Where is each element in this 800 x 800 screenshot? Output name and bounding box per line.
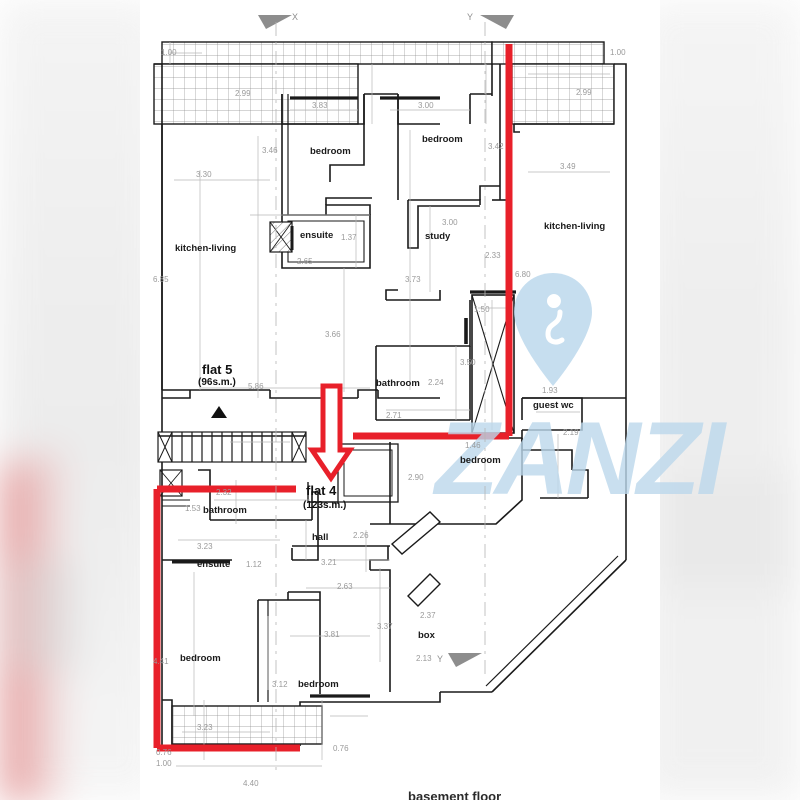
dim-bedroom-right-h: 2.90: [408, 473, 424, 482]
dim-bedroom-top-mid-h: 3.42: [488, 142, 504, 151]
section-marker-y-bottom-label: Y: [437, 654, 444, 664]
dim-bedroom-top-left-h: 3.46: [262, 146, 278, 155]
flat-label-4: flat 4: [306, 483, 337, 498]
dim-guest-wc-w: 1.93: [542, 386, 558, 395]
section-marker-x-icon: [258, 15, 292, 29]
red-arrow-annotation: [307, 383, 355, 483]
flat-area-5: (96s.m.): [198, 377, 236, 388]
dim-bedroom-lower-mid-h: 3.37: [377, 622, 393, 631]
dim-box-2: 2.13: [416, 654, 432, 663]
dim-box-1: 2.37: [420, 611, 436, 620]
dim-bottom-left-small: 0.76: [156, 748, 172, 757]
dim-bedroom-lower-mid-w: 3.81: [324, 630, 340, 639]
dim-bedroom-top-mid-w: 3.00: [418, 101, 434, 110]
dim-bedroom-lower-left-h: 4.41: [153, 657, 169, 666]
dim-bathroom-mid-w: 2.71: [386, 411, 402, 420]
dim-ensuite-lower-h: 1.12: [246, 560, 262, 569]
dim-study-h: 2.33: [485, 251, 501, 260]
room-label-box: box: [418, 630, 435, 641]
dim-bottom-right-small: 0.76: [333, 744, 349, 753]
dim-bathroom-lower-w: 2.32: [216, 488, 232, 497]
dim-kitchen-left-w: 3.30: [196, 170, 212, 179]
room-label-study: study: [425, 231, 451, 242]
dim-bathroom-mid-h: 2.24: [428, 378, 444, 387]
room-label-bedroom-right-mid: bedroom: [460, 455, 501, 466]
dim-ensuite-w: 2.65: [297, 257, 313, 266]
dim-hall-v: 3.66: [325, 330, 341, 339]
room-label-ensuite-top: ensuite: [300, 230, 334, 241]
room-label-hall: hall: [312, 532, 329, 543]
plan-vector-layer: [153, 41, 627, 767]
axis-lines: [275, 22, 486, 770]
dim-ensuite-h: 1.37: [341, 233, 357, 242]
dim-kitchen-right-w: 3.49: [560, 162, 576, 171]
section-marker-y-top-label: Y: [467, 12, 474, 22]
dim-top-left-1: 1.00: [161, 48, 177, 57]
room-label-bedroom-top-mid: bedroom: [422, 134, 463, 145]
red-highlight-overlay: [153, 44, 513, 752]
flat-area-4: (123s.m.): [303, 500, 347, 511]
room-label-kitchen-living-left: kitchen-living: [175, 243, 237, 254]
entrance-triangle-icon: [211, 406, 227, 418]
dim-bathroom-lower-h: 1.53: [185, 504, 201, 513]
room-label-ensuite-lower: ensuite: [197, 559, 231, 570]
dim-top-left-2: 2.99: [235, 89, 251, 98]
room-label-guest-wc: guest wc: [533, 400, 574, 411]
dim-ensuite-lower-w: 3.23: [197, 542, 213, 551]
dim-study-w: 3.00: [442, 218, 458, 227]
dim-shaft-w: 1.50: [474, 305, 490, 314]
room-label-bathroom-lower: bathroom: [203, 505, 247, 516]
dim-flat5-w: 5.86: [248, 382, 264, 391]
room-label-bedroom-lower-mid: bedroom: [298, 679, 339, 690]
room-label-kitchen-living-right: kitchen-living: [544, 221, 606, 232]
room-label-bedroom-top-left: bedroom: [310, 146, 351, 157]
section-marker-y-bottom-icon: [448, 653, 482, 667]
section-marker-x-label: X: [292, 12, 299, 22]
dim-bedroom-lower-left-w: 3.23: [197, 723, 213, 732]
dim-shaft-h: 3.50: [460, 358, 476, 367]
dim-top-right-1: 1.00: [610, 48, 626, 57]
dim-bottom-terrace-w: 4.40: [243, 779, 259, 788]
dim-bathroom-mid-v: 3.73: [405, 275, 421, 284]
dim-hall-w: 3.21: [321, 558, 337, 567]
room-label-bedroom-lower-left: bedroom: [180, 653, 221, 664]
dim-bedroom-top-left-w: 3.83: [312, 101, 328, 110]
dim-bedroom-lower-mid-top: 2.63: [337, 582, 353, 591]
dim-hall-h: 2.26: [353, 531, 369, 540]
dim-kitchen-right-h: 6.80: [515, 270, 531, 279]
dim-bedroom-right-w: 1.46: [465, 441, 481, 450]
plan-drawing: ZANZI X Y Y bedroom bedroom kitchen-livi…: [140, 0, 725, 800]
room-label-bathroom-mid: bathroom: [376, 378, 420, 389]
dim-kitchen-left-h: 6.85: [153, 275, 169, 284]
section-marker-y-top-icon: [480, 15, 514, 29]
dim-top-right-2: 2.99: [576, 88, 592, 97]
dim-guest-wc-h: 2.19: [563, 428, 579, 437]
dim-bedroom-lower-mid-v: 3.12: [272, 680, 288, 689]
dim-bottom-left-1: 1.00: [156, 759, 172, 768]
flat-label-5: flat 5: [202, 362, 233, 377]
footer-caption: basement floor: [408, 789, 502, 800]
